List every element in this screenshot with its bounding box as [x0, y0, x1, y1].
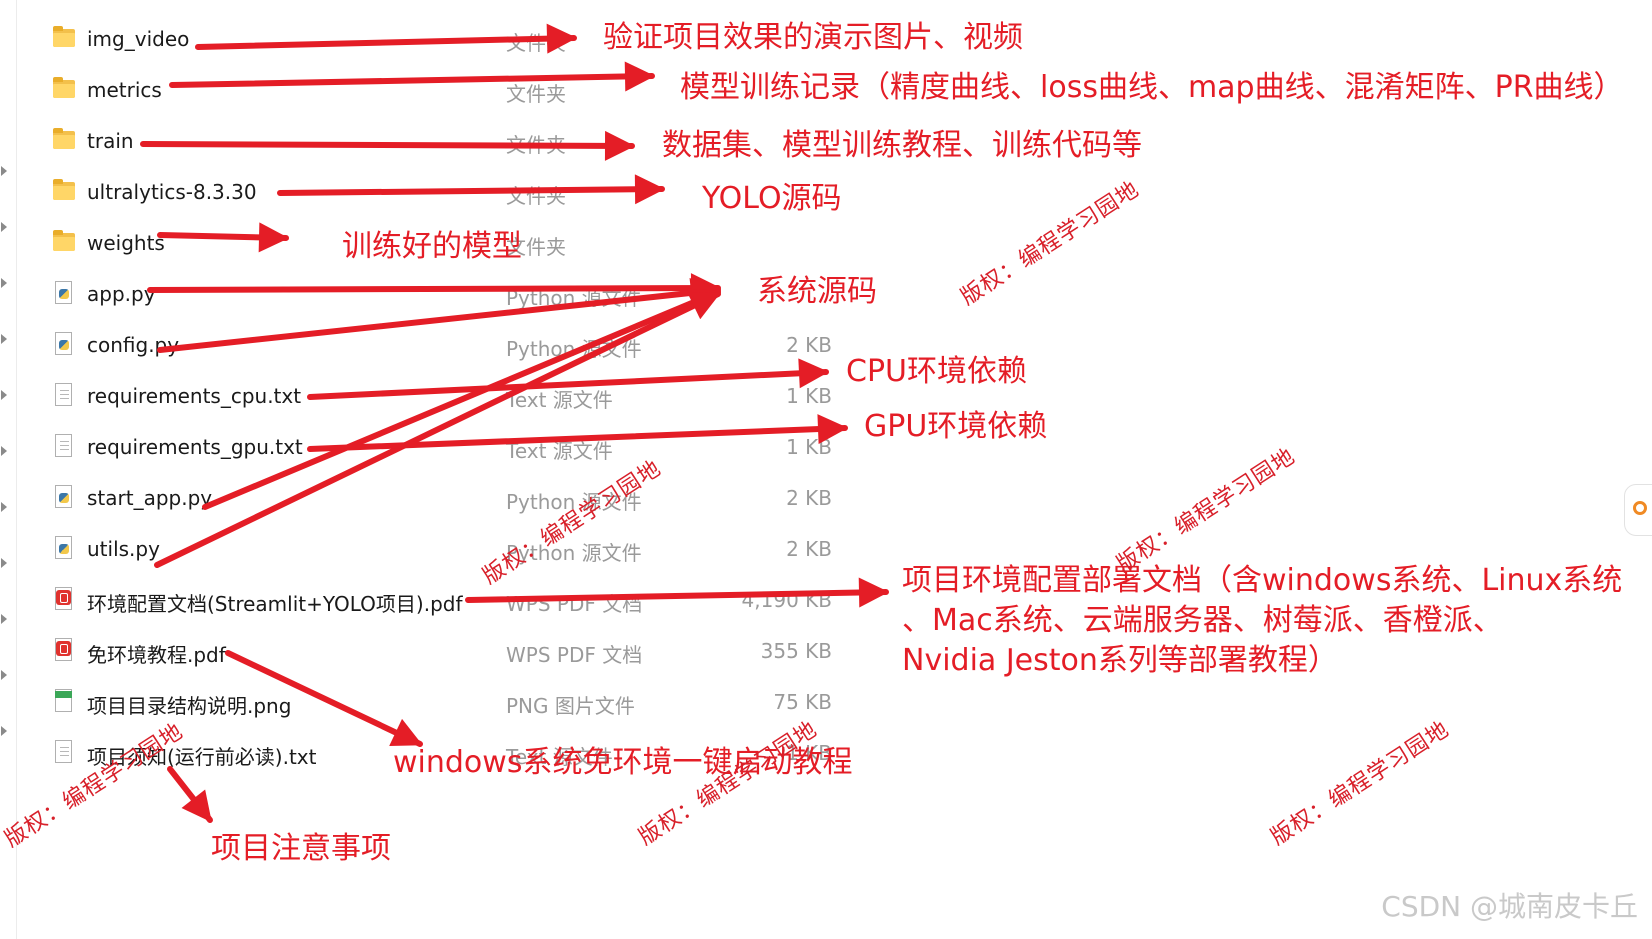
file-size: 75 KB	[773, 690, 832, 714]
pdf-file-icon	[52, 638, 78, 662]
folder-icon	[52, 179, 78, 203]
file-name: app.py	[87, 282, 156, 306]
folder-icon	[52, 128, 78, 152]
navigation-pane-strip	[0, 0, 17, 939]
file-name: start_app.py	[87, 486, 213, 510]
annotation-no-env: windows系统免环境一键启动教程	[393, 745, 853, 780]
text-file-icon	[52, 740, 78, 764]
annotation-cpu-env: CPU环境依赖	[846, 354, 1027, 389]
annotation-notice: 项目注意事项	[211, 831, 391, 866]
file-row-metrics[interactable]: metrics 文件夹	[0, 65, 860, 116]
file-type: PNG 图片文件	[506, 694, 635, 718]
python-file-icon	[52, 281, 78, 305]
pdf-file-icon	[52, 587, 78, 611]
file-row-utils-py[interactable]: utils.py Python 源文件 2 KB	[0, 524, 860, 575]
tree-expand-icon[interactable]	[1, 726, 7, 736]
file-name: 环境配置文档(Streamlit+YOLO项目).pdf	[87, 592, 463, 616]
file-type: Text 源文件	[506, 745, 613, 769]
tree-expand-icon[interactable]	[1, 166, 7, 176]
tree-expand-icon[interactable]	[1, 670, 7, 680]
file-name: 项目目录结构说明.png	[87, 694, 292, 718]
annotation-env-doc-line1: 项目环境配置部署文档（含windows系统、Linux系统	[902, 563, 1623, 598]
file-row-structure-png[interactable]: 项目目录结构说明.png PNG 图片文件 75 KB	[0, 677, 860, 728]
file-row-requirements-gpu[interactable]: requirements_gpu.txt Text 源文件 1 KB	[0, 422, 860, 473]
file-type: Python 源文件	[506, 541, 642, 565]
annotation-gpu-env: GPU环境依赖	[864, 409, 1048, 444]
tree-expand-icon[interactable]	[1, 446, 7, 456]
annotation-metrics: 模型训练记录（精度曲线、loss曲线、map曲线、混淆矩阵、PR曲线）	[680, 70, 1624, 105]
arrow-no-env	[225, 650, 423, 747]
folder-icon	[52, 26, 78, 50]
file-name: config.py	[87, 333, 180, 357]
file-name: utils.py	[87, 537, 160, 561]
file-row-ultralytics[interactable]: ultralytics-8.3.30 文件夹	[0, 167, 860, 218]
arrow-config-py	[157, 277, 721, 353]
file-name: img_video	[87, 27, 190, 51]
image-file-icon	[52, 689, 78, 713]
annotation-weights: 训练好的模型	[342, 229, 522, 264]
folder-icon	[52, 77, 78, 101]
file-name: metrics	[87, 78, 162, 102]
arrow-train	[140, 130, 635, 161]
file-row-img-video[interactable]: img_video 文件夹	[0, 14, 860, 65]
file-row-no-env-pdf[interactable]: 免环境教程.pdf WPS PDF 文档 355 KB	[0, 626, 860, 677]
tree-expand-icon[interactable]	[1, 502, 7, 512]
arrow-weights	[157, 222, 289, 253]
file-name: requirements_cpu.txt	[87, 384, 302, 408]
text-file-icon	[52, 434, 78, 458]
annotation-system-source: 系统源码	[757, 274, 877, 309]
arrow-img-video	[195, 23, 577, 54]
arrow-app-py	[147, 273, 721, 304]
file-size: 2 KB	[786, 486, 832, 510]
file-type: 文件夹	[506, 82, 566, 106]
tree-expand-icon[interactable]	[1, 558, 7, 568]
arrow-ultralytics	[277, 174, 665, 205]
file-name: ultralytics-8.3.30	[87, 180, 257, 204]
file-size: 1 KB	[786, 741, 832, 765]
file-name: requirements_gpu.txt	[87, 435, 303, 459]
floating-side-tab[interactable]	[1624, 484, 1652, 536]
file-type: WPS PDF 文档	[506, 643, 643, 667]
tree-expand-icon[interactable]	[1, 614, 7, 624]
arrow-notice	[167, 766, 213, 823]
file-size: 2 KB	[786, 537, 832, 561]
python-file-icon	[52, 485, 78, 509]
file-row-notice-txt[interactable]: 项目须知(运行前必读).txt Text 源文件 1 KB	[0, 728, 860, 779]
file-size: 2 KB	[786, 333, 832, 357]
tree-expand-icon[interactable]	[1, 278, 7, 288]
file-name: 免环境教程.pdf	[87, 643, 226, 667]
annotation-env-doc-line2: 、Mac系统、云端服务器、树莓派、香橙派、	[902, 603, 1503, 638]
python-file-icon	[52, 536, 78, 560]
csdn-credit: CSDN @城南皮卡丘	[1381, 890, 1638, 923]
file-name: weights	[87, 231, 165, 255]
tree-expand-icon[interactable]	[1, 222, 7, 232]
arrow-start-app-py	[202, 288, 721, 510]
file-row-requirements-cpu[interactable]: requirements_cpu.txt Text 源文件 1 KB	[0, 371, 860, 422]
arrow-metrics	[169, 61, 655, 92]
file-type: Text 源文件	[506, 388, 613, 412]
file-row-start-app-py[interactable]: start_app.py Python 源文件 2 KB	[0, 473, 860, 524]
file-name: 项目须知(运行前必读).txt	[87, 745, 317, 769]
annotation-img-video: 验证项目效果的演示图片、视频	[603, 20, 1023, 55]
arrow-requirements-gpu	[307, 414, 848, 452]
annotation-ultralytics: YOLO源码	[702, 181, 842, 216]
annotation-env-doc-line3: Nvidia Jeston系列等部署教程）	[902, 643, 1338, 678]
tree-expand-icon[interactable]	[1, 334, 7, 344]
tree-expand-icon[interactable]	[1, 390, 7, 400]
file-type: Python 源文件	[506, 490, 642, 514]
annotation-train: 数据集、模型训练教程、训练代码等	[662, 128, 1142, 163]
file-row-weights[interactable]: weights 文件夹	[0, 218, 860, 269]
text-file-icon	[52, 383, 78, 407]
assistant-icon	[1633, 501, 1647, 515]
arrow-utils-py	[154, 291, 721, 568]
arrow-requirements-cpu	[307, 358, 829, 400]
file-size: 355 KB	[760, 639, 832, 663]
file-type: 文件夹	[506, 235, 566, 259]
folder-icon	[52, 230, 78, 254]
file-name: train	[87, 129, 134, 153]
arrow-env-doc	[465, 577, 889, 608]
python-file-icon	[52, 332, 78, 356]
